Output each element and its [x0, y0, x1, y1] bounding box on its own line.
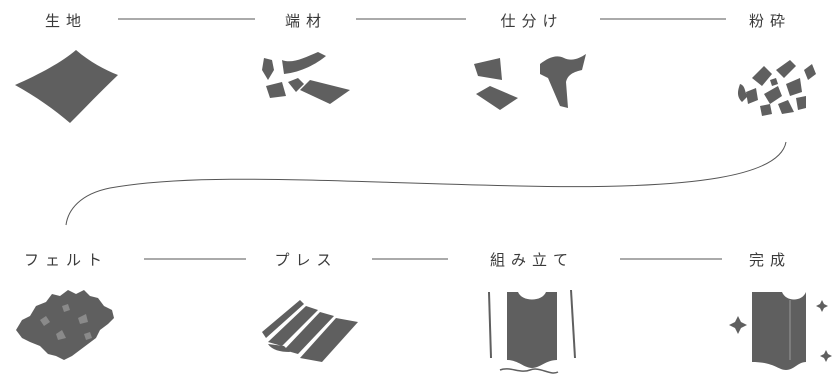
step-label-scraps: 端材: [284, 12, 328, 30]
assembly-icon: [488, 289, 576, 374]
return-curve-connector: [65, 141, 787, 226]
pressed-board-icon: [262, 300, 358, 362]
step-label-fabric: 生地: [44, 12, 88, 30]
step-label-sorting: 仕分け: [500, 12, 564, 30]
step-label-assembly: 組み立て: [489, 251, 575, 269]
step-label-complete: 完成: [748, 251, 792, 269]
sparkle-icon: [820, 350, 832, 362]
finished-product-icon: [729, 292, 832, 370]
fabric-sheet-icon: [15, 50, 118, 123]
crushed-fragments-icon: [738, 60, 816, 116]
felt-mat-icon: [16, 290, 114, 360]
sparkle-icon: [816, 300, 828, 312]
step-label-crushing: 粉砕: [748, 12, 792, 30]
sparkle-icon: [729, 316, 747, 334]
sorted-pieces-icon: [474, 54, 586, 110]
step-label-felt: フェルト: [23, 251, 109, 269]
step-label-press: プレス: [274, 251, 338, 269]
fabric-scraps-icon: [262, 52, 350, 104]
